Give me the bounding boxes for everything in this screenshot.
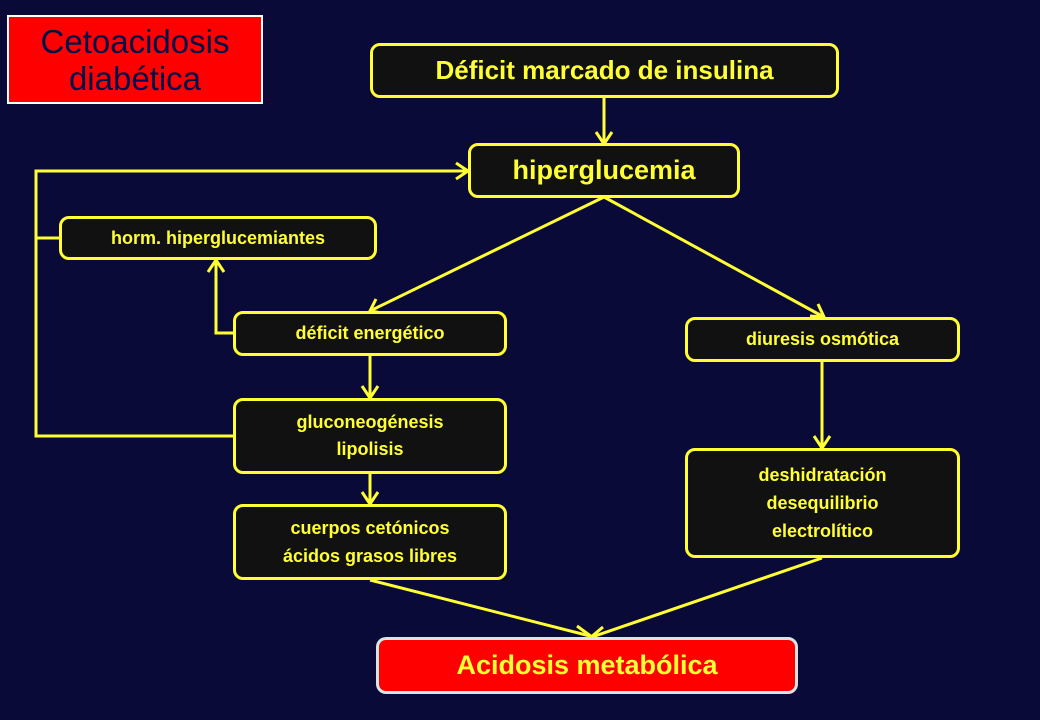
connector-cuerpos-acidosis [369,578,591,638]
node-horm-hiperglucemiantes: horm. hiperglucemiantes [59,216,377,260]
connector-deshidratacion-acidosis [591,556,823,639]
node-acidosis-metabolica: Acidosis metabólica [376,637,798,694]
node-deficit-insulina: Déficit marcado de insulina [370,43,839,98]
connector-feedback-loop [34,169,466,438]
node-diuresis-osmotica: diuresis osmótica [685,317,960,362]
connector-deficit-hormonas [214,262,233,335]
connector-hiperglucemia-diuresis [603,195,823,318]
node-gluconeogenesis-lipolisis: gluconeogénesis lipolisis [233,398,507,474]
node-deficit-energetico: déficit energético [233,311,507,356]
node-hiperglucemia: hiperglucemia [468,143,740,198]
connector-hiperglucemia-deficit [371,195,605,312]
diagram-title: Cetoacidosis diabética [7,15,263,104]
node-cuerpos-cetonicos: cuerpos cetónicos ácidos grasos libres [233,504,507,580]
arrowhead-hormonas [206,257,226,273]
node-deshidratacion: deshidratación desequilibrio electrolíti… [685,448,960,558]
